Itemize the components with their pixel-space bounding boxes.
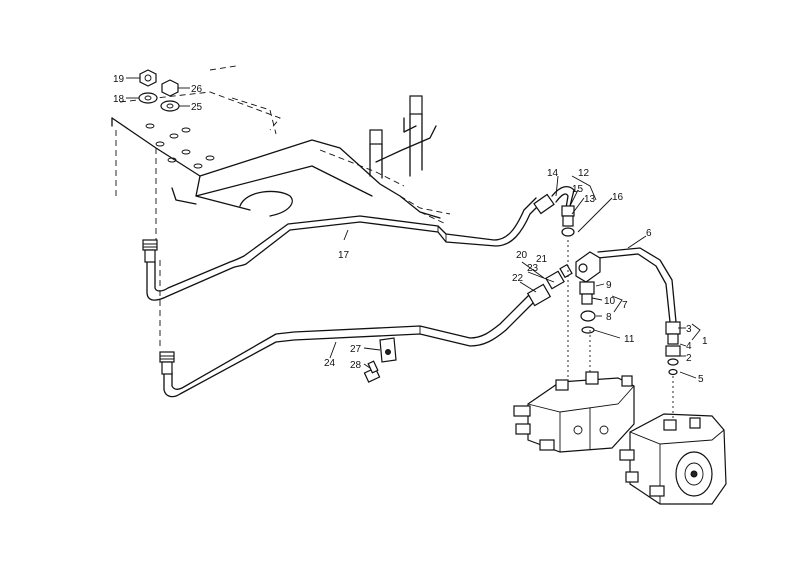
- elbow-block-9: [575, 251, 601, 334]
- callout-10: 10: [604, 296, 616, 307]
- callout-4: 4: [686, 341, 692, 352]
- pipe-6: [597, 247, 677, 323]
- fitting-left-24: [159, 351, 175, 375]
- callout-25: 25: [191, 102, 203, 113]
- callout-9: 9: [606, 280, 612, 291]
- hydraulic-pump: [619, 376, 727, 505]
- pipe-24: [163, 293, 537, 398]
- fitting-15-13-16: [561, 205, 575, 237]
- leader-lines: [126, 77, 701, 379]
- callout-labels: 19 18 26 25 17 24 27 28 14 12 15 13 16 6…: [113, 74, 708, 385]
- callout-6: 6: [646, 228, 652, 239]
- pipe-17: [146, 197, 543, 301]
- fitting-3-4-2-5: [665, 321, 681, 376]
- callout-5: 5: [698, 374, 704, 385]
- callout-16: 16: [612, 192, 624, 203]
- callout-2: 2: [686, 353, 692, 364]
- callout-21: 21: [536, 254, 548, 265]
- clamp-27: [379, 337, 397, 363]
- callout-13: 13: [584, 194, 596, 205]
- callout-20: 20: [516, 250, 528, 261]
- callout-18: 18: [113, 94, 125, 105]
- callout-22: 22: [512, 273, 524, 284]
- callout-12: 12: [578, 168, 590, 179]
- callout-11: 11: [624, 334, 635, 345]
- callout-14: 14: [547, 168, 559, 179]
- control-valve: [513, 240, 635, 453]
- callout-27: 27: [350, 344, 362, 355]
- callout-3: 3: [686, 324, 692, 335]
- elbow-fitting-14: [533, 185, 575, 215]
- callout-17: 17: [338, 250, 350, 261]
- callout-15: 15: [572, 184, 584, 195]
- callout-24: 24: [324, 358, 336, 369]
- hardware-stack: [138, 69, 180, 112]
- fitting-22-23: [526, 263, 573, 307]
- callout-19: 19: [113, 74, 125, 85]
- fitting-left-17: [142, 239, 158, 263]
- callout-23: 23: [527, 263, 539, 274]
- callout-7: 7: [622, 300, 628, 311]
- callout-26: 26: [191, 84, 203, 95]
- callout-8: 8: [606, 312, 612, 323]
- callout-1: 1: [702, 336, 708, 347]
- callout-28: 28: [350, 360, 362, 371]
- lift-posts: [319, 95, 437, 187]
- bolt-28: [363, 360, 381, 383]
- frame-mount-plate: [111, 65, 451, 350]
